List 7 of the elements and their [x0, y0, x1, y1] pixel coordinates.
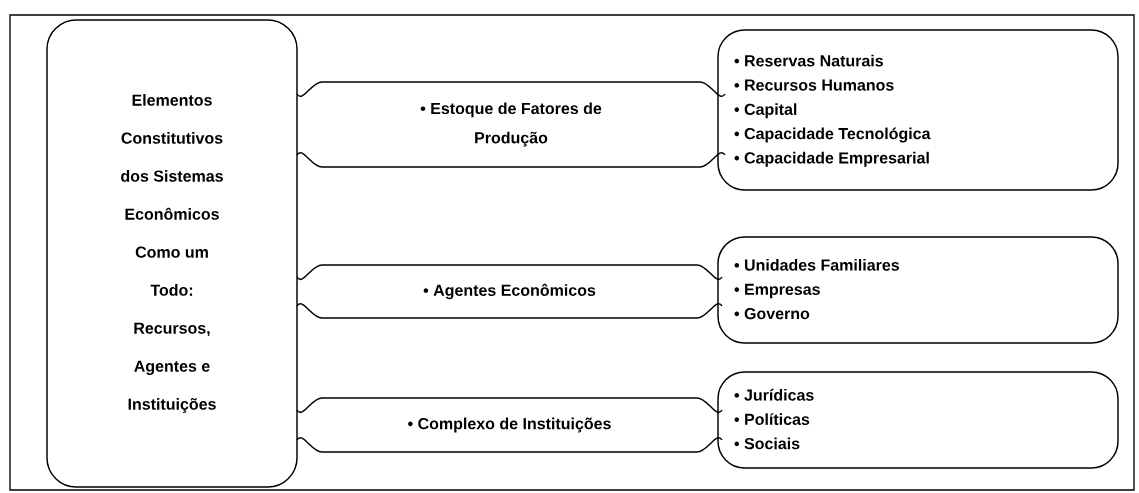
- list-box: • Jurídicas • Políticas • Sociais: [717, 371, 1119, 469]
- link-band: • Complexo de Instituições: [296, 397, 723, 453]
- list-box: • Unidades Familiares • Empresas • Governo: [717, 236, 1119, 344]
- link-band: • Agentes Econômicos: [296, 264, 723, 319]
- list-box: • Reservas Naturais • Recursos Humanos • Capital • Capacidade Tecnológica • Capacidade Empresarial: [717, 29, 1119, 191]
- title-box: Elementos Constitutivos dos Sistemas Econômicos Como um Todo: Recursos, Agentes e Instituições: [46, 19, 298, 488]
- link-band: • Estoque de Fatores de Produção: [296, 81, 726, 168]
